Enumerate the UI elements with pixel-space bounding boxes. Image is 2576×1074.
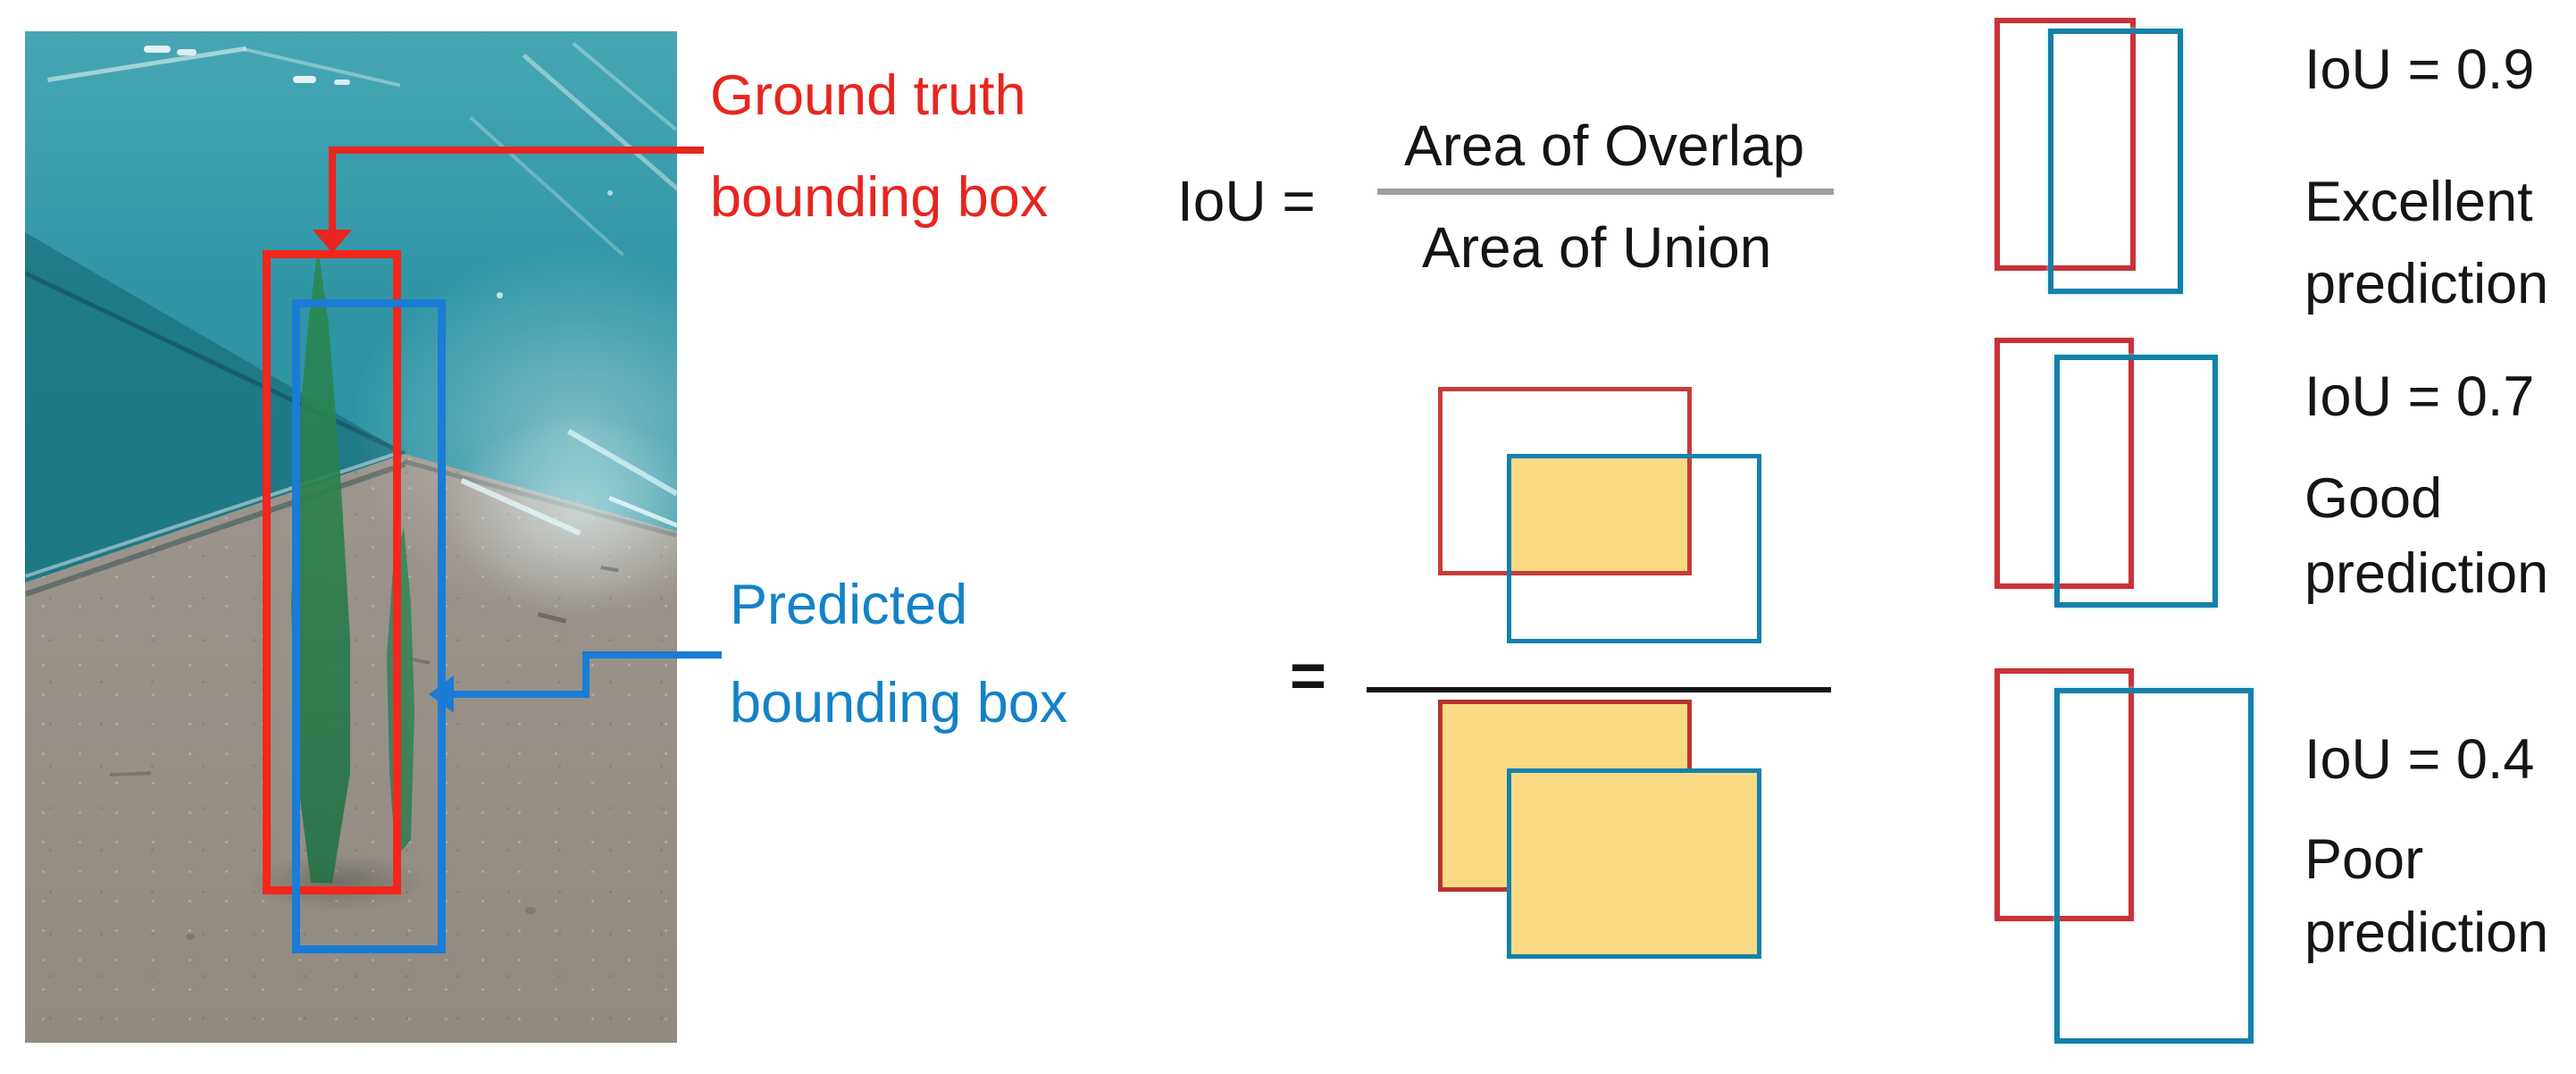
- denominator-label: Area of Union: [1422, 215, 1772, 280]
- ground-truth-label: Ground truth bounding box: [710, 45, 1048, 248]
- example2-quality-line2: prediction: [2304, 542, 2549, 605]
- predicted-label-line1: Predicted: [730, 574, 968, 636]
- particle: [607, 190, 613, 196]
- fraction-bar-text: [1377, 189, 1834, 195]
- denominator-blue-rect: [1507, 768, 1761, 959]
- gt-callout-line-horizontal: [329, 147, 704, 154]
- pred-arrow-left-icon: [429, 675, 454, 713]
- example2-iou-value: IoU = 0.7: [2304, 365, 2535, 428]
- underwater-photo: [25, 31, 677, 1043]
- predicted-bbox: [292, 299, 446, 953]
- fraction-bar-diagram: [1367, 687, 1831, 692]
- light-reflection: [293, 76, 316, 83]
- example3-quality-line2: prediction: [2304, 902, 2549, 964]
- example2-pred-rect: [2054, 355, 2218, 608]
- water-haze: [445, 415, 677, 612]
- light-reflection: [334, 80, 350, 85]
- light-streak: [522, 54, 677, 192]
- pred-callout-line-vertical: [582, 651, 590, 698]
- gt-callout-line-vertical: [329, 147, 336, 231]
- example3-iou-value: IoU = 0.4: [2304, 728, 2535, 791]
- example1-iou-value: IoU = 0.9: [2304, 38, 2535, 101]
- particle: [497, 292, 503, 298]
- light-streak: [469, 116, 624, 256]
- pred-callout-line-lower: [454, 691, 590, 698]
- predicted-label: Predicted bounding box: [730, 556, 1067, 752]
- iou-lhs: IoU =: [1177, 169, 1316, 233]
- example1-quality-line1: Excellent: [2304, 171, 2533, 233]
- light-reflection: [177, 49, 197, 55]
- example2-quality-line1: Good: [2304, 467, 2443, 530]
- example3-gt-rect: [1995, 668, 2134, 921]
- light-streak: [572, 42, 677, 131]
- example3-pred-rect: [2054, 688, 2254, 1044]
- light-reflection: [144, 46, 171, 53]
- ground-truth-bbox: [263, 250, 401, 894]
- example1-gt-rect: [1995, 18, 2136, 271]
- example1-quality-line2: prediction: [2304, 253, 2549, 315]
- numerator-blue-rect: [1507, 454, 1761, 643]
- example3-quality-line1: Poor: [2304, 828, 2424, 891]
- pebble: [186, 934, 195, 940]
- pred-callout-line-horizontal: [582, 651, 722, 659]
- ground-truth-label-line1: Ground truth: [710, 64, 1026, 127]
- example1-pred-rect: [2048, 29, 2183, 294]
- pebble: [525, 907, 536, 914]
- ground-truth-label-line2: bounding box: [710, 166, 1049, 229]
- light-streak: [243, 47, 401, 88]
- numerator-red-rect: [1438, 387, 1692, 575]
- overlap-area-fill: [1507, 454, 1692, 575]
- predicted-label-line2: bounding box: [730, 672, 1068, 734]
- equals-sign: =: [1290, 641, 1326, 710]
- example2-gt-rect: [1995, 338, 2134, 589]
- gt-arrow-down-icon: [313, 230, 352, 253]
- numerator-label: Area of Overlap: [1404, 113, 1805, 178]
